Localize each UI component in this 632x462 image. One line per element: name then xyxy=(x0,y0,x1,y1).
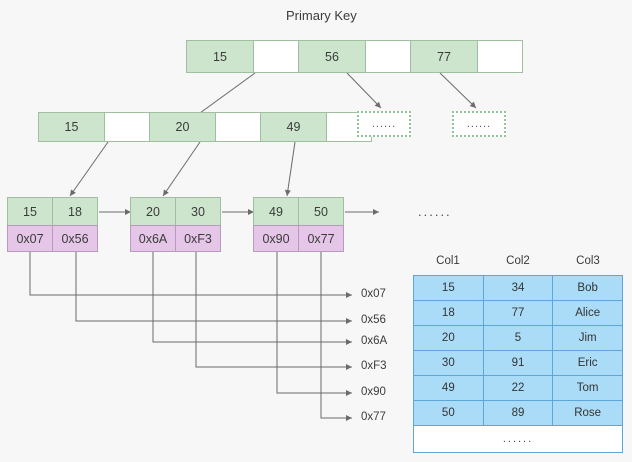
edge-addr-0x77 xyxy=(320,243,352,421)
data-table-header: Col1 Col2 Col3 xyxy=(413,255,623,275)
edge-internal-to-leaf-2 xyxy=(162,141,201,197)
table-column-header: Col1 xyxy=(436,255,460,267)
leaf-key-cell: 20 xyxy=(130,197,176,226)
internal-key-cell: 49 xyxy=(260,112,327,142)
leaf-key-cell: 18 xyxy=(52,197,98,226)
table-cell: 5 xyxy=(482,325,554,351)
table-cell: 91 xyxy=(482,350,554,376)
edge-addr-0xF3 xyxy=(195,243,352,370)
internal-key-cell: 15 xyxy=(38,112,105,142)
table-cell: 89 xyxy=(482,400,554,426)
table-cell: 49 xyxy=(413,375,484,401)
table-cell: 34 xyxy=(482,275,554,301)
root-key-cell: 56 xyxy=(298,40,366,73)
table-cell: Tom xyxy=(552,375,623,401)
table-cell: 50 xyxy=(413,400,484,426)
ellipsis-node-1: ...... xyxy=(357,111,411,137)
btree-internal-node: 15 20 49 xyxy=(38,112,372,142)
table-more-cell: ...... xyxy=(413,425,623,453)
leaf-key-cell: 30 xyxy=(175,197,221,226)
edge-addr-0x56 xyxy=(75,243,352,324)
leaf-address-cell: 0x56 xyxy=(52,225,98,252)
table-cell: Rose xyxy=(552,400,623,426)
table-cell: 77 xyxy=(482,300,554,326)
edge-internal-to-leaf-1 xyxy=(69,141,109,197)
table-cell: Jim xyxy=(552,325,623,351)
pointer-label-0x07: 0x07 xyxy=(361,288,386,300)
table-more-row: ...... xyxy=(413,425,623,453)
table-cell: Eric xyxy=(552,350,623,376)
table-cell: 15 xyxy=(413,275,484,301)
pointer-label-0x90: 0x90 xyxy=(361,386,386,398)
leaf-address-cell: 0x07 xyxy=(7,225,53,252)
table-cell: 30 xyxy=(413,350,484,376)
leaf-chain-ellipsis: ...... xyxy=(418,204,452,219)
leaf-address-cell: 0x6A xyxy=(130,225,176,252)
edge-internal-to-leaf-3 xyxy=(284,141,296,197)
root-pointer-cell xyxy=(477,40,523,73)
edge-addr-0x90 xyxy=(276,243,352,396)
diagram-title: Primary Key xyxy=(286,8,357,23)
table-cell: 18 xyxy=(413,300,484,326)
table-column-header: Col2 xyxy=(506,255,530,267)
table-cell: Bob xyxy=(552,275,623,301)
leaf-address-cell: 0x77 xyxy=(298,225,344,252)
leaf-address-cell: 0xF3 xyxy=(175,225,221,252)
leaf-key-cell: 49 xyxy=(253,197,299,226)
table-cell: Alice xyxy=(552,300,623,326)
btree-root-node: 15 56 77 xyxy=(186,40,523,73)
leaf-key-cell: 50 xyxy=(298,197,344,226)
internal-pointer-cell xyxy=(215,112,261,142)
pointer-label-0x56: 0x56 xyxy=(361,314,386,326)
ellipsis-node-2: ...... xyxy=(452,111,506,137)
leaf-key-cell: 15 xyxy=(7,197,53,226)
edge-root-to-ellipsis-2 xyxy=(439,72,477,109)
root-key-cell: 77 xyxy=(410,40,478,73)
leaf-address-cell: 0x90 xyxy=(253,225,299,252)
root-key-cell: 15 xyxy=(186,40,254,73)
pointer-label-0xF3: 0xF3 xyxy=(361,360,387,372)
internal-key-cell: 20 xyxy=(149,112,216,142)
pointer-label-0x6A: 0x6A xyxy=(361,335,388,347)
root-pointer-cell xyxy=(365,40,411,73)
edge-addr-0x6A xyxy=(152,243,352,345)
root-pointer-cell xyxy=(253,40,299,73)
edge-root-to-ellipsis-1 xyxy=(346,72,382,109)
pointer-label-0x77: 0x77 xyxy=(361,411,386,423)
table-cell: 20 xyxy=(413,325,484,351)
table-cell: 22 xyxy=(482,375,554,401)
internal-pointer-cell xyxy=(104,112,150,142)
table-column-header: Col3 xyxy=(576,255,600,267)
